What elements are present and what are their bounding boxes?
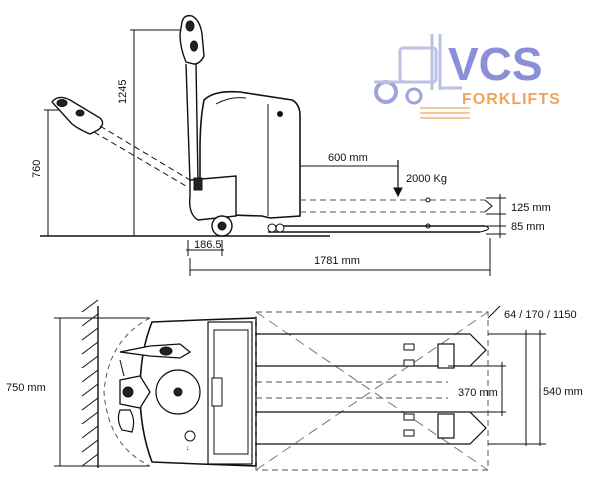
svg-text:↓: ↓: [186, 444, 190, 452]
handle-tilted: [51, 96, 191, 187]
label-600: 600 mm: [328, 152, 368, 164]
label-370: 370 mm: [458, 387, 498, 399]
label-125: 125 mm: [511, 202, 551, 214]
load-outline: [255, 311, 489, 471]
logo-brand: VCS: [448, 38, 543, 90]
vcs-logo: VCS FORKLIFTS: [374, 34, 561, 119]
drive-wheel: [211, 215, 233, 237]
forks-top: [256, 333, 487, 445]
truck-body: [188, 90, 301, 221]
chassis-top: ↓: [139, 317, 257, 467]
label-186: 186.5: [194, 239, 222, 251]
forklift-icon: [374, 34, 462, 105]
logo-stripes: [420, 107, 470, 119]
handle-top: [117, 343, 192, 433]
forks-side: [267, 197, 493, 233]
label-750: 750 mm: [6, 382, 46, 394]
turning-arc: [103, 317, 151, 467]
label-760: 760: [31, 160, 43, 178]
logo-tagline: FORKLIFTS: [462, 91, 561, 108]
side-view: [40, 14, 506, 276]
top-view: ↓: [54, 299, 546, 471]
label-85: 85 mm: [511, 221, 545, 233]
label-1781: 1781 mm: [314, 255, 360, 267]
label-2000kg: 2000 Kg: [406, 173, 447, 185]
handle-upright: [179, 14, 205, 183]
label-1245: 1245: [117, 80, 129, 104]
wall-hatch: [81, 299, 99, 468]
label-fork-lengths: 64 / 170 / 1150: [504, 309, 577, 321]
label-540: 540 mm: [543, 386, 583, 398]
